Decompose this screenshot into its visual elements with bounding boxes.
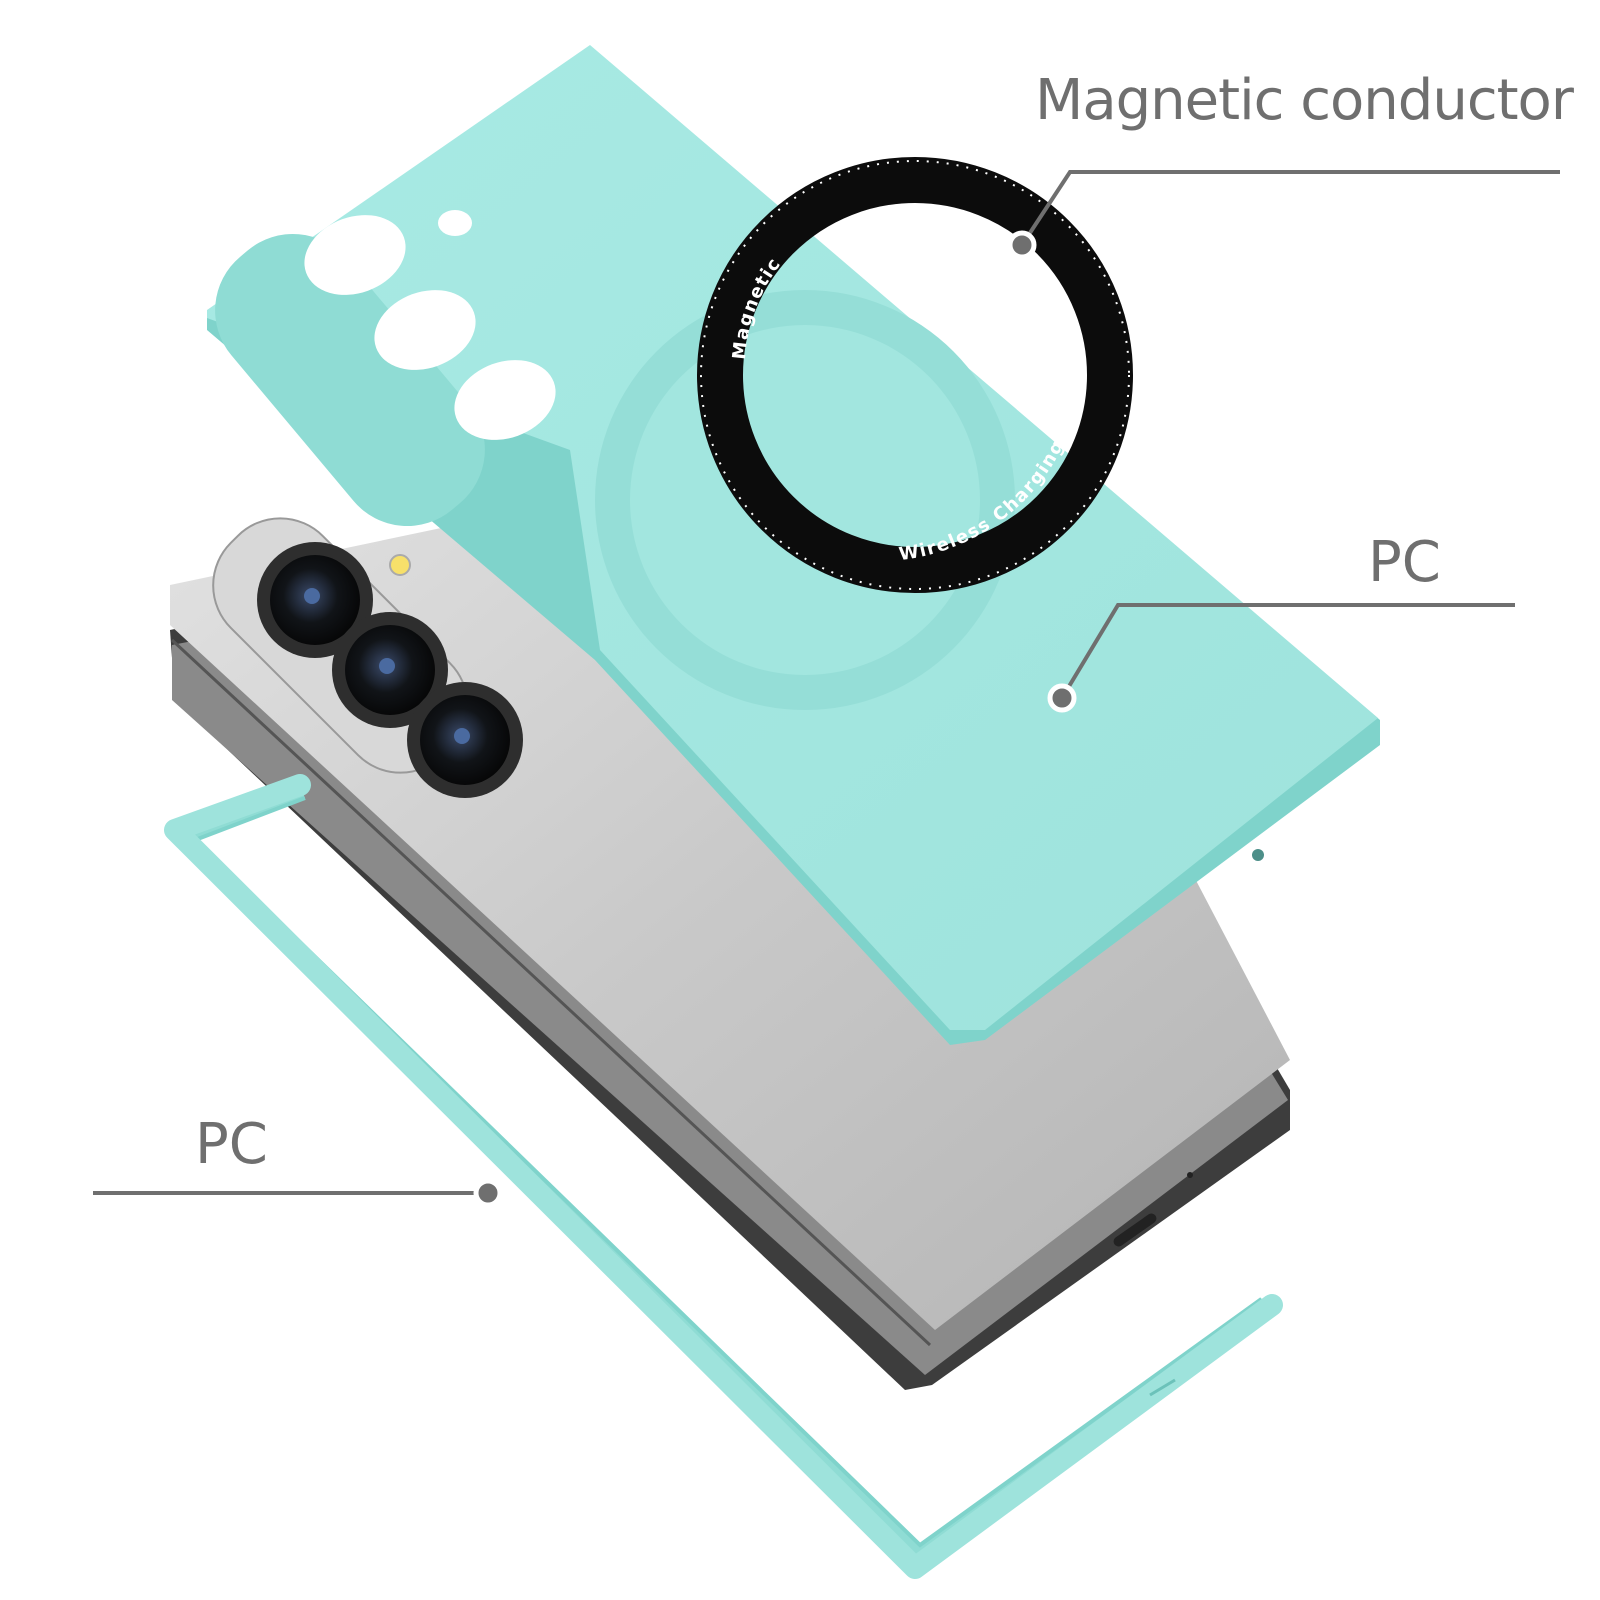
phone-lens-2 <box>332 612 448 728</box>
phone-mic-hole <box>1187 1172 1193 1178</box>
phone-usb-port <box>1113 1213 1157 1247</box>
dot-pc-back-shell <box>1047 683 1077 713</box>
callout-dots <box>473 230 1077 1208</box>
callout-leaders <box>93 170 1560 1195</box>
case-camera-cutout <box>215 210 556 526</box>
leader-magnetic-conductor <box>1020 170 1560 247</box>
magnetic-ring <box>697 157 1133 593</box>
callout-label-pc-frame: PC <box>195 1112 268 1177</box>
dot-pc-frame <box>473 1178 503 1208</box>
callout-label-pc-back-shell: PC <box>1368 530 1441 595</box>
phone-fold-line <box>170 638 932 1347</box>
pc-frame-part <box>164 774 1283 1579</box>
callout-label-magnetic-conductor: Magnetic conductor <box>1035 68 1574 133</box>
phone-camera-module <box>212 517 523 798</box>
dot-magnetic-conductor <box>1007 230 1037 260</box>
case-side-hole <box>1252 849 1264 861</box>
leader-pc-back-shell <box>1060 603 1515 700</box>
phone-lens-1 <box>257 542 373 658</box>
phone-lens-3 <box>407 682 523 798</box>
phone-flash-icon <box>389 554 411 576</box>
